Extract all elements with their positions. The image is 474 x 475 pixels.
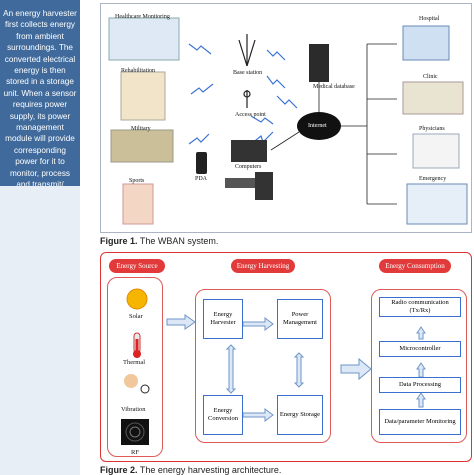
energy-storage-box: Energy Storage <box>277 395 323 435</box>
label-pda: PDA <box>195 176 208 182</box>
label-vibration: Vibration <box>121 406 146 413</box>
architecture-arrows <box>121 288 426 445</box>
label-solar: Solar <box>129 313 143 320</box>
wban-diagram <box>108 17 468 225</box>
label-physicians: Physicians <box>419 126 445 132</box>
energy-harvester-box: Energy Harvester <box>203 299 243 339</box>
label-access-point: Access point <box>235 112 266 118</box>
label-emergency: Emergency <box>419 176 447 182</box>
pda-icon <box>196 152 207 174</box>
label-clinic: Clinic <box>423 74 438 80</box>
label-thermal: Thermal <box>123 359 146 366</box>
data-monitoring-box: Data/parameter Monitoring <box>379 409 461 435</box>
power-management-box: Power Management <box>277 299 323 339</box>
label-computers: Computers <box>235 164 262 170</box>
label-base-station: Base station <box>233 70 263 76</box>
label-hospital: Hospital <box>419 16 440 22</box>
access-point-icon <box>243 90 251 108</box>
label-military: Military <box>131 126 151 132</box>
figure-2-caption: Figure 2. The energy harvesting architec… <box>100 465 281 475</box>
hospital-image <box>402 25 450 61</box>
sidebar-strip <box>0 186 80 475</box>
microcontroller-box: Microcontroller <box>379 341 461 357</box>
figure-1-wban: Healthcare Monitoring Rehabilitation Mil… <box>100 3 472 233</box>
figure-1-caption-label: Figure 1. <box>100 236 138 246</box>
rf-icon <box>121 419 149 445</box>
radio-communication-box: Radio communication (Tx/Rx) <box>379 297 461 317</box>
label-rehab: Rehabilitation <box>121 68 155 74</box>
sun-icon <box>126 288 148 310</box>
vibration-icon <box>124 374 150 394</box>
label-rf: RF <box>131 449 139 456</box>
energy-consumption-panel <box>371 289 467 443</box>
energy-conversion-box: Energy Conversion <box>203 395 243 435</box>
energy-source-panel <box>107 277 163 457</box>
military-image <box>110 129 174 163</box>
base-station-icon <box>238 34 256 67</box>
clinic-image <box>402 81 464 115</box>
sports-image <box>122 183 154 225</box>
header-energy-consumption: Energy Consumption <box>379 259 451 273</box>
figure-2-architecture: Energy Source Energy Harvesting Energy C… <box>100 252 472 462</box>
medical-database-icon <box>309 44 329 82</box>
healthcare-image <box>108 17 180 61</box>
data-processing-box: Data Processing <box>379 377 461 393</box>
computers-icon <box>225 140 273 200</box>
figure-1-caption-text: The WBAN system. <box>137 236 219 246</box>
physicians-image <box>412 133 460 169</box>
sidebar-note: An energy harvester first collects energ… <box>0 0 80 201</box>
sidebar-text: An energy harvester first collects energ… <box>3 9 77 201</box>
thermometer-icon <box>133 332 141 358</box>
figure-1-caption: Figure 1. The WBAN system. <box>100 236 218 246</box>
label-healthcare: Healthcare Monitoring <box>115 14 170 20</box>
figure-2-caption-label: Figure 2. <box>100 465 138 475</box>
emergency-image <box>406 183 468 225</box>
label-medical-database: Medical database <box>313 84 355 90</box>
header-energy-source: Energy Source <box>109 259 165 273</box>
internet-cloud-icon <box>297 112 341 140</box>
label-sports: Sports <box>129 178 145 184</box>
label-internet: Internet <box>308 123 327 129</box>
rehab-image <box>120 71 166 121</box>
energy-harvesting-panel <box>195 289 331 443</box>
figure-2-caption-text: The energy harvesting architecture. <box>137 465 282 475</box>
header-energy-harvesting: Energy Harvesting <box>231 259 295 273</box>
